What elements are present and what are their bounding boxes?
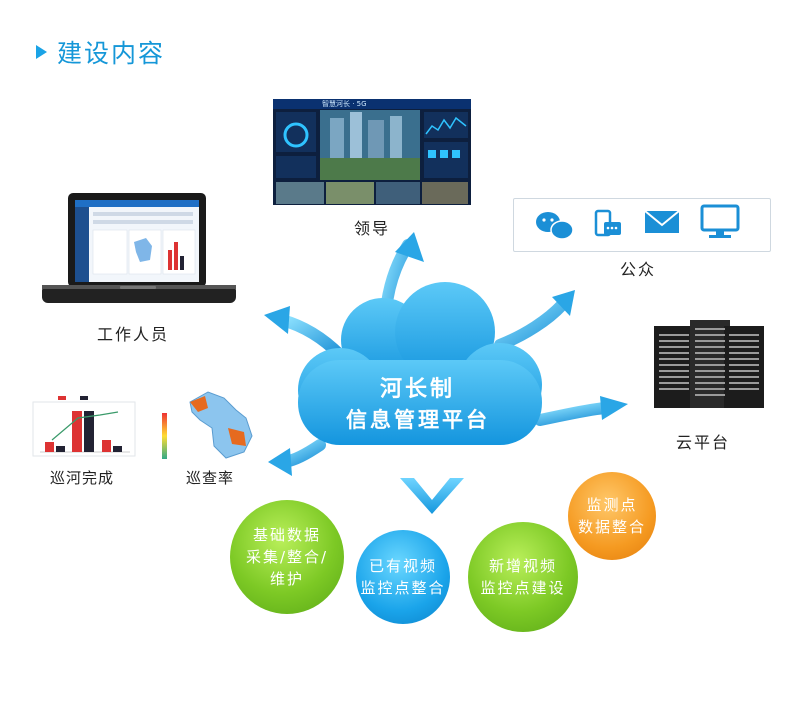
cloud-shape bbox=[298, 282, 542, 445]
module-new-video: 新增视频 监控点建设 bbox=[468, 522, 578, 632]
public-channels-box bbox=[513, 198, 771, 252]
section-header: 建设内容 bbox=[36, 34, 165, 70]
module-existing-video: 已有视频 监控点整合 bbox=[356, 530, 450, 624]
down-chevron-icon bbox=[400, 478, 464, 514]
screen-banner: 智慧河长 · 5G bbox=[322, 100, 367, 108]
arrow-to-cloud-platform bbox=[534, 396, 628, 426]
monitor-icon bbox=[700, 204, 740, 238]
play-triangle-icon bbox=[36, 45, 47, 59]
arrow-to-staff bbox=[264, 306, 346, 361]
arrow-to-patrol bbox=[268, 439, 326, 476]
label-patrol-complete: 巡河完成 bbox=[50, 469, 115, 487]
mobile-message-icon bbox=[594, 209, 621, 237]
label-leader: 领导 bbox=[354, 219, 391, 238]
staff-dashboard-thumbnail bbox=[42, 193, 236, 303]
server-rack-icon bbox=[654, 320, 764, 408]
module-basic-data: 基础数据 采集/整合/ 维护 bbox=[230, 500, 344, 614]
arrow-to-public bbox=[494, 290, 575, 351]
platform-name-line1: 河长制 bbox=[380, 377, 456, 402]
label-public: 公众 bbox=[620, 260, 657, 279]
leader-dashboard-thumbnail bbox=[273, 99, 471, 205]
patrol-rate-map-thumbnail bbox=[162, 391, 253, 459]
label-patrol-rate: 巡查率 bbox=[186, 469, 235, 487]
email-icon bbox=[644, 210, 680, 233]
label-staff: 工作人员 bbox=[97, 325, 170, 344]
module-monitoring-point: 监测点 数据整合 bbox=[568, 472, 656, 560]
wechat-icon bbox=[536, 212, 574, 240]
label-cloud-platform: 云平台 bbox=[676, 433, 731, 452]
section-title: 建设内容 bbox=[57, 39, 166, 68]
patrol-completion-chart-thumbnail bbox=[32, 396, 136, 457]
platform-name-line2: 信息管理平台 bbox=[346, 408, 490, 432]
